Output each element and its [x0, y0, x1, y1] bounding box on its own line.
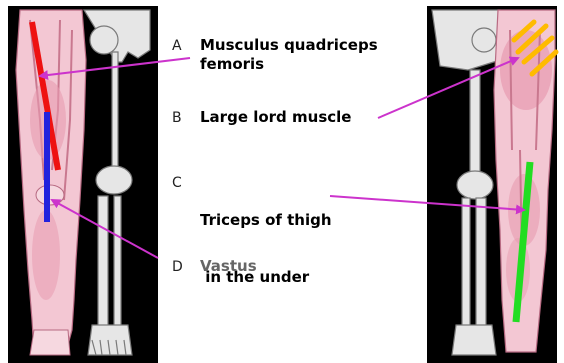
label-name: Large lord muscle	[200, 108, 351, 127]
label-name: Vastus	[200, 257, 257, 276]
label-c: C Triceps of thigh in the under	[172, 173, 332, 325]
label-a: A Musculus quadriceps femoris	[172, 36, 378, 74]
label-letter: B	[172, 110, 200, 126]
left-leg-panel	[8, 6, 158, 363]
label-b: B Large lord muscle	[172, 108, 351, 127]
label-letter: D	[172, 259, 200, 275]
label-d: D Vastus	[172, 257, 257, 276]
label-name: Musculus quadriceps femoris	[200, 36, 378, 74]
label-letter: C	[172, 175, 200, 191]
label-letter: A	[172, 38, 200, 54]
right-leg-panel	[427, 6, 557, 363]
label-name: Triceps of thigh in the under	[200, 173, 332, 325]
